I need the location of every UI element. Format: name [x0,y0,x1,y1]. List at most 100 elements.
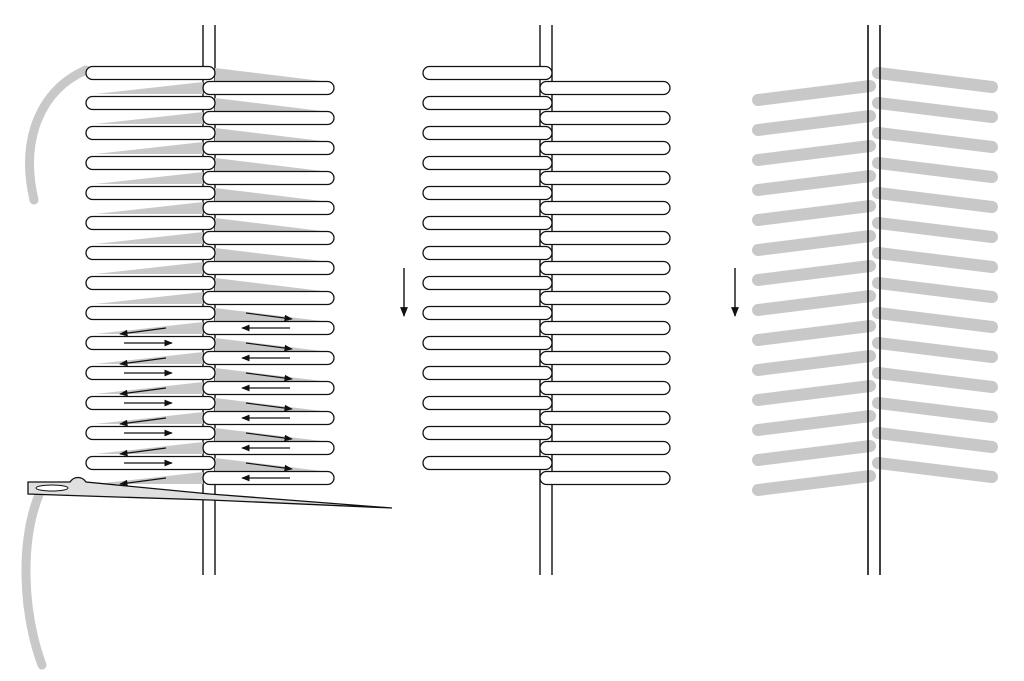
finished-stitch-left [752,260,876,286]
stitch-left [422,245,553,261]
stitch-left [85,65,216,81]
stitch-left [85,245,216,261]
shade-wedge-right [215,68,330,82]
stitch-left [422,215,553,231]
stitch-right [202,290,335,306]
shade-wedge-left [95,202,203,214]
stitch-left [85,185,216,201]
stitch-left [422,125,553,141]
stitch-left [422,65,553,81]
shade-wedge-right [215,188,330,202]
finished-stitch-left [752,350,876,376]
stitch-left [422,395,553,411]
finished-stitch-right [872,187,998,213]
stitch-right [539,200,671,216]
stitch-right [539,440,671,456]
arrow-icon [245,312,293,322]
finished-stitch-left [752,410,876,436]
shade-wedge-left [95,172,203,184]
stitch-left [422,335,553,351]
shade-wedge-left [95,352,203,364]
stitch-right [539,380,671,396]
finished-stitch-right [872,427,998,453]
shade-wedge-right [215,218,330,232]
stitch-left [422,155,553,171]
arrow-icon [245,402,293,412]
finished-stitch-right [872,457,998,483]
panel-3-fishbone-finished [731,25,998,575]
finished-stitch-right [872,277,998,303]
finished-stitch-right [872,67,998,93]
stitch-right [202,230,335,246]
finished-stitch-right [872,307,998,333]
arrow-icon [119,357,167,367]
shade-wedge-right [215,278,330,292]
shade-wedge-right [215,458,330,472]
finished-stitch-left [752,110,876,136]
shade-wedge-left [95,142,203,154]
finished-stitch-right [872,247,998,273]
shade-wedge-right [215,338,330,352]
finished-stitch-right [872,397,998,423]
shade-wedge-right [215,368,330,382]
shade-wedge-right [215,158,330,172]
stitch-right [202,260,335,276]
panel-1-fishbone-in-progress [21,25,393,670]
finished-stitch-right [872,367,998,393]
stitch-right [539,410,671,426]
needle-eye [35,484,69,492]
shade-wedge-right [215,428,330,442]
arrow-icon [119,447,167,457]
arrow-icon [119,327,167,337]
finished-stitch-left [752,440,876,466]
stitch-left [422,455,553,471]
stitch-left [422,425,553,441]
finished-stitch-right [872,127,998,153]
stitch-right [539,290,671,306]
stitch-left [422,275,553,291]
stitch-left [85,275,216,291]
arrow-icon [245,342,293,352]
shade-wedge-left [95,292,203,304]
stitch-left [422,185,553,201]
shade-wedge-right [215,308,330,322]
stitch-right [202,170,335,186]
stitch-right [539,230,671,246]
needle-shaft [27,476,393,509]
stitch-left [422,365,553,381]
thread-tail-top [25,65,91,205]
finished-stitch-left [752,140,876,166]
stitch-right [539,140,671,156]
arrow-icon [119,387,167,397]
stitch-right [539,110,671,126]
stitch-left [85,215,216,231]
arrow-icon [119,477,167,487]
stitch-right [202,140,335,156]
stitch-right [202,80,335,96]
stitch-left [85,305,216,321]
shade-wedge-left [95,382,203,394]
shade-wedge-right [215,98,330,112]
shade-wedge-left [95,322,203,334]
stitch-left [85,125,216,141]
stitch-left [85,95,216,111]
stitch-right [539,260,671,276]
stitch-right [539,80,671,96]
arrow-icon [245,462,293,472]
shade-wedge-left [95,442,203,454]
panel-2-fishbone-outline [400,25,671,575]
arrow-icon [245,432,293,442]
shade-wedge-left [95,82,203,94]
finished-stitch-right [872,157,998,183]
stitch-left [422,305,553,321]
finished-stitch-left [752,320,876,346]
finished-stitch-left [752,80,876,106]
stitch-left [85,155,216,171]
shade-wedge-left [95,112,203,124]
finished-stitch-left [752,380,876,406]
arrow-icon [245,372,293,382]
needle-icon [27,476,393,509]
finished-stitch-left [752,200,876,226]
